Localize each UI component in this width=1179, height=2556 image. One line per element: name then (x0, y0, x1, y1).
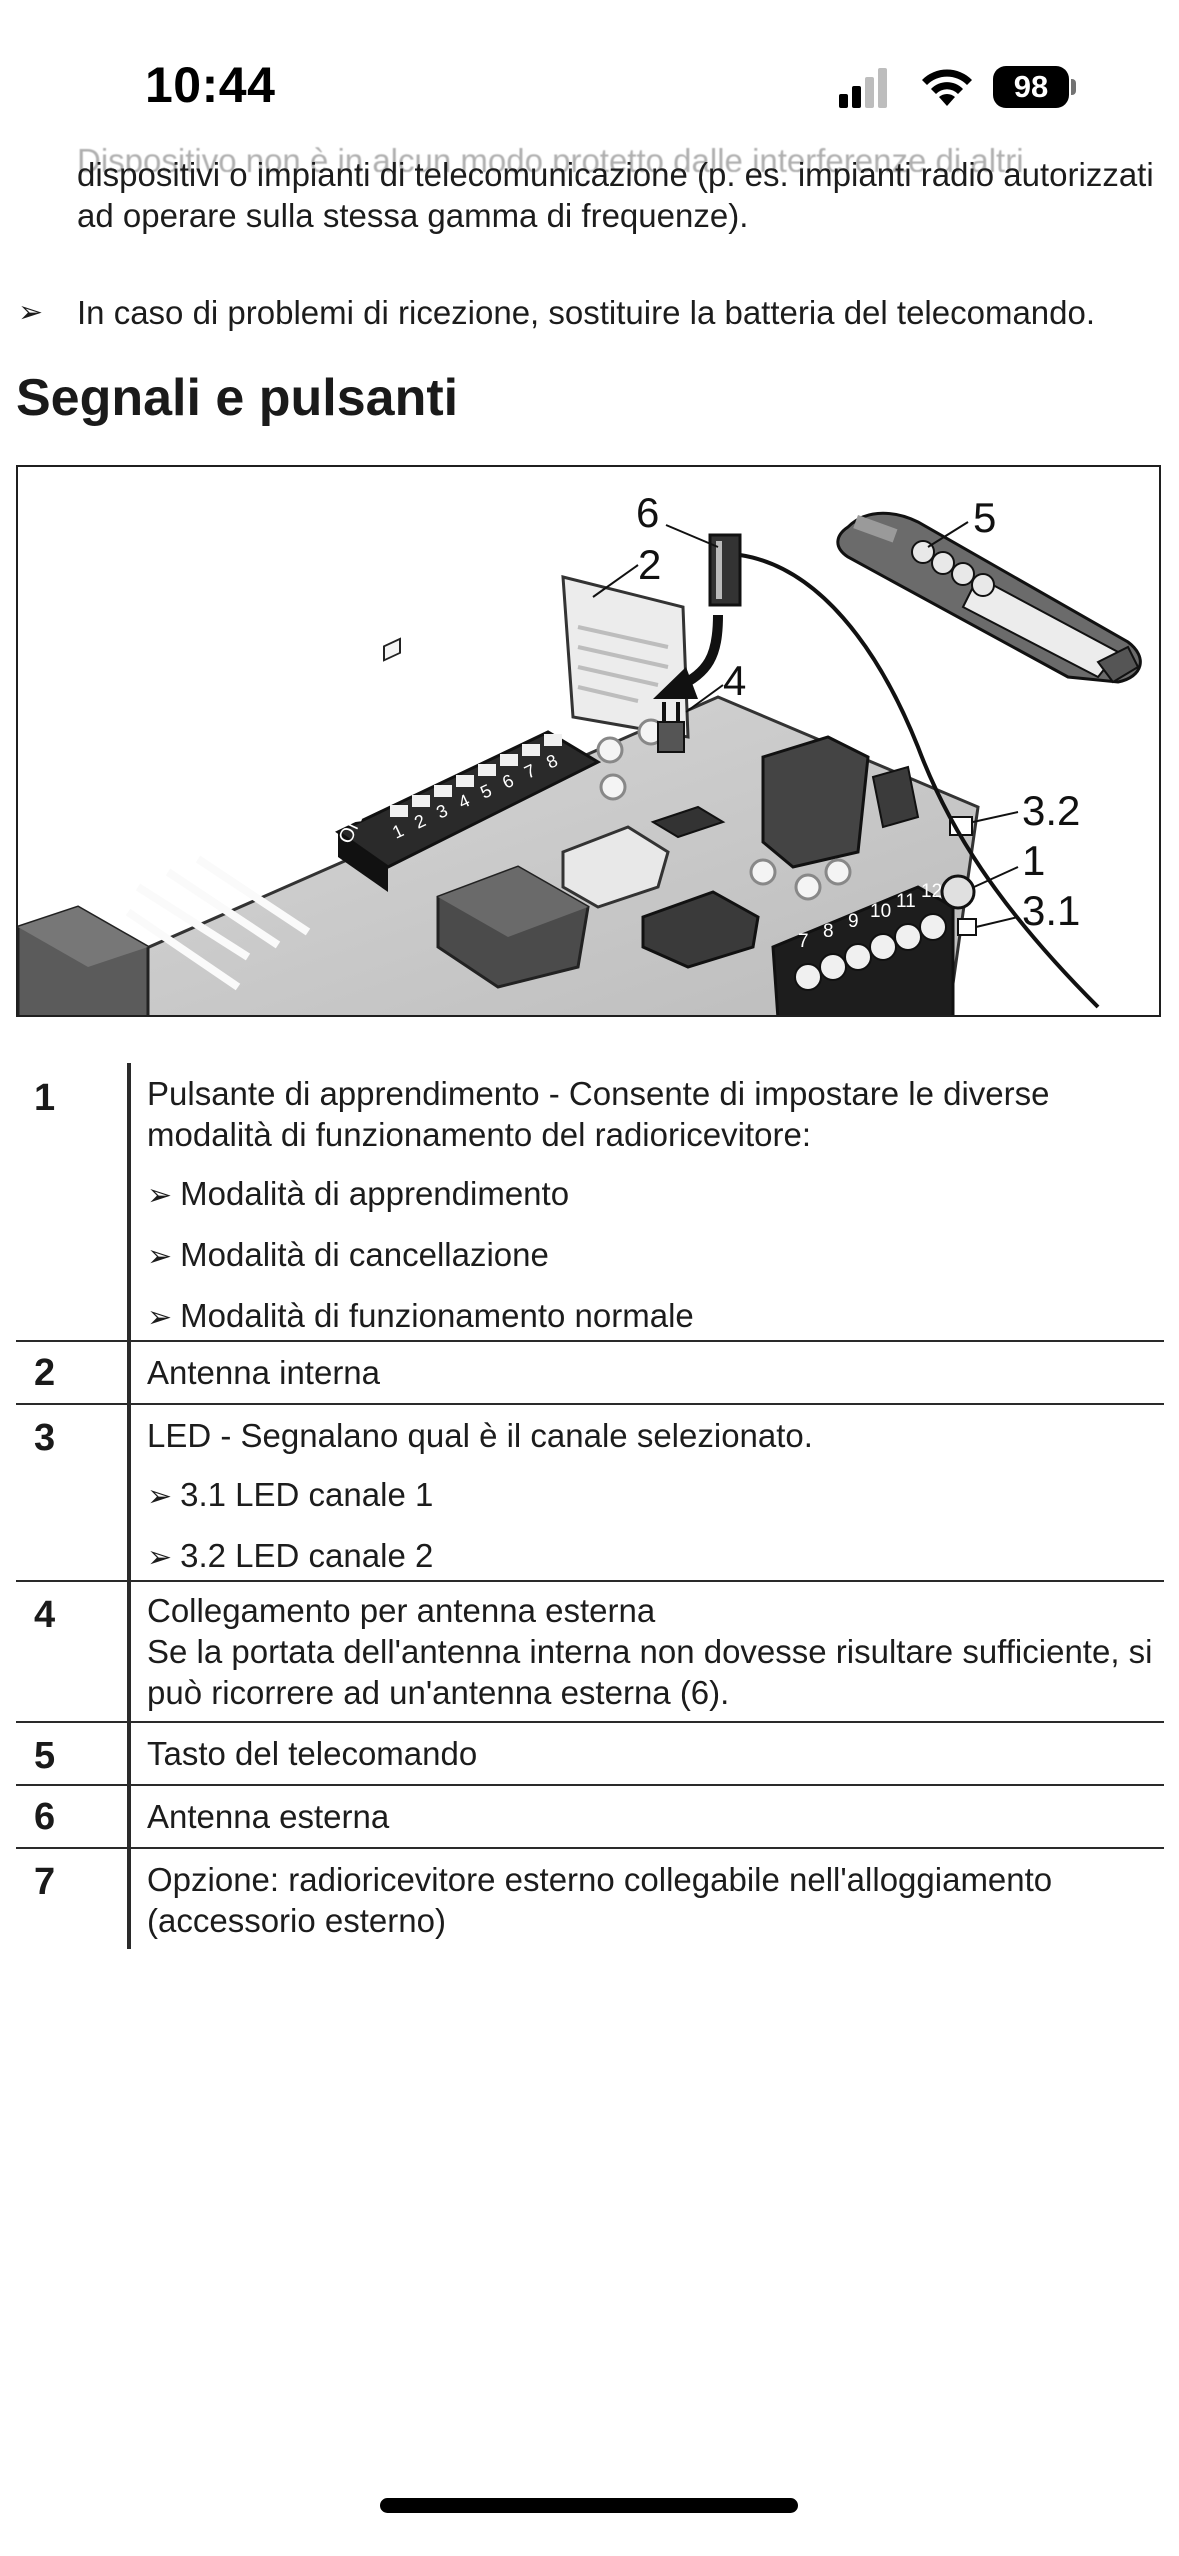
list-item: Modalità di apprendimento (180, 1175, 570, 1212)
terminal-7: 7 (798, 931, 809, 952)
bullet-arrow-icon: ➢ (147, 1480, 173, 1513)
antenna-card-lines (577, 625, 669, 703)
list-item: 3.2 LED canale 2 (180, 1537, 434, 1574)
table-row: 5 Tasto del telecomando (16, 1723, 1164, 1786)
voltage-regulator (641, 890, 760, 969)
small-ic (871, 765, 920, 829)
home-indicator[interactable] (380, 2498, 798, 2513)
row-text-detail: Se la portata dell'antenna interna non d… (147, 1633, 1153, 1711)
row-number: 3 (34, 1417, 56, 1459)
callout-3-2: 3.2 (1022, 787, 1080, 834)
bullet-arrow-icon: ➢ (147, 1179, 173, 1212)
bullet-text: In caso di problemi di ricezione, sostit… (77, 294, 1096, 331)
list-item: Modalità di funzionamento normale (180, 1297, 694, 1334)
faded-text-line: Dispositivo non è in alcun modo protetto… (77, 142, 1024, 172)
cellular-signal-icon (839, 68, 887, 108)
terminal-screws (794, 913, 947, 991)
terminal-12: 12 (921, 881, 942, 902)
list-item: Modalità di cancellazione (180, 1236, 549, 1273)
row-text: LED - Segnalano qual è il canale selezio… (147, 1417, 813, 1454)
bullet-arrow-icon: ➢ (18, 296, 44, 329)
bullet-arrow-icon: ➢ (147, 1301, 173, 1334)
table-row: 2 Antenna interna (16, 1342, 1164, 1405)
connector-pins (662, 702, 680, 722)
wifi-icon (922, 69, 972, 106)
callout-5: 5 (973, 494, 996, 541)
bullet-arrow-icon: ➢ (147, 1541, 173, 1574)
row-number: 4 (34, 1594, 56, 1636)
led-3-1 (957, 918, 977, 936)
list-item: 3.1 LED canale 1 (180, 1476, 434, 1513)
relay-top (438, 867, 588, 937)
plug-highlight (716, 541, 722, 599)
terminal-9: 9 (848, 911, 859, 932)
table-row: 3 LED - Segnalano qual è il canale selez… (16, 1405, 1164, 1582)
battery-nub (1071, 79, 1076, 95)
row-number: 5 (34, 1735, 56, 1777)
callout-lines (592, 521, 1019, 928)
terminal-8: 8 (823, 921, 834, 942)
table-row: 4 Collegamento per antenna esterna Se la… (16, 1582, 1164, 1723)
status-bar: 10:44 98 (0, 0, 1179, 150)
dip-toggles (390, 734, 562, 817)
microcontroller-chip (761, 735, 870, 869)
antenna-cable (739, 553, 1100, 1009)
callout-2: 2 (638, 541, 661, 588)
bullet-arrow-icon: ➢ (147, 1240, 173, 1273)
learn-button (940, 874, 976, 910)
dip-switch-side (338, 832, 388, 892)
chip-socket (561, 825, 670, 909)
row-number: 7 (34, 1861, 56, 1903)
row-text: Tasto del telecomando (147, 1735, 478, 1772)
row-number: 2 (34, 1352, 56, 1394)
row-number: 6 (34, 1796, 56, 1838)
callout-6: 6 (636, 489, 659, 536)
left-connector-top (18, 907, 148, 967)
section-title: Segnali e pulsanti (16, 369, 459, 427)
antenna-connector (657, 721, 685, 753)
receiver-diagram: DIP ON 7 (16, 465, 1161, 1017)
status-time: 10:44 (145, 57, 276, 113)
status-icons: 98 (835, 66, 1076, 110)
row-text: Collegamento per antenna esterna (147, 1592, 656, 1629)
table-row: 7 Opzione: radioricevitore esterno colle… (16, 1849, 1164, 1949)
legend-table: 1 Pulsante di apprendimento - Consente d… (16, 1063, 1164, 1949)
callout-1: 1 (1022, 837, 1045, 884)
callout-3-1: 3.1 (1022, 887, 1080, 934)
row-text: Antenna interna (147, 1354, 381, 1391)
terminal-labels: 7 8 9 10 11 12 (798, 881, 942, 952)
callout-4: 4 (723, 657, 746, 704)
solder-pads (596, 718, 852, 901)
circuit-board-illustration: DIP ON 7 (18, 489, 1142, 1015)
small-chip (650, 805, 726, 839)
remote-control (836, 511, 1142, 684)
row-text: Pulsante di apprendimento - Consente di … (147, 1075, 1050, 1153)
dip-label: DIP (480, 708, 524, 746)
row-text: Antenna esterna (147, 1798, 390, 1835)
battery-icon: 98 (993, 66, 1069, 108)
board-traces (125, 855, 311, 991)
terminal-11: 11 (896, 891, 916, 912)
arrow-head (653, 667, 698, 699)
terminal-10: 10 (870, 901, 891, 922)
intro-paragraph: dispositivi o impianti di telecomunicazi… (77, 156, 1154, 234)
table-row: 1 Pulsante di apprendimento - Consente d… (16, 1063, 1164, 1342)
row-number: 1 (34, 1077, 56, 1119)
table-row: 6 Antenna esterna (16, 1786, 1164, 1849)
dip-switch-toggles (383, 637, 401, 662)
row-text: Opzione: radioricevitore esterno collega… (147, 1861, 1053, 1939)
